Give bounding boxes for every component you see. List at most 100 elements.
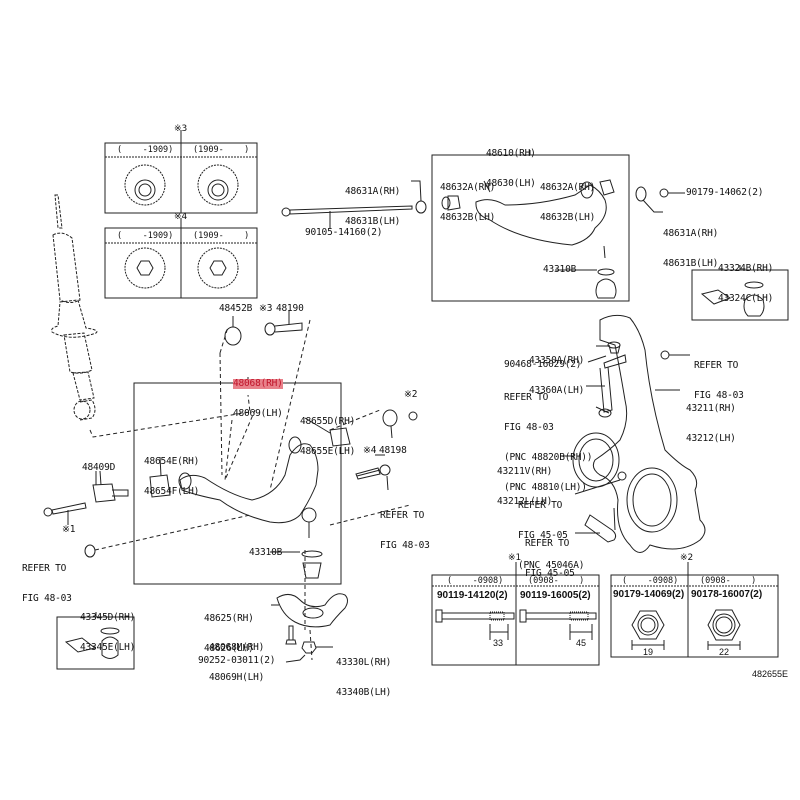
tie-rod-end-label[interactable]: REFER TO FIG 45-05 bbox=[525, 519, 575, 589]
upper-bushing-left-rh[interactable]: 48632A(RH) bbox=[440, 182, 496, 193]
note1-mark: ※1 bbox=[62, 524, 76, 535]
lower-arm-rh-highlighted[interactable]: 48068(RH) bbox=[233, 378, 283, 389]
knuckle-rh[interactable]: 43211(RH) bbox=[686, 403, 736, 414]
lower-boot-kit-label[interactable]: 43345D(RH) 43345E(LH) bbox=[80, 593, 135, 663]
note3-left-header: ( -1909) bbox=[117, 145, 174, 155]
ball-joint-label[interactable]: 48625(RH) 48626(LH) bbox=[204, 594, 254, 664]
ball-joint-nut-lh[interactable]: 43340B(LH) bbox=[336, 687, 392, 698]
nut-inset-note2-frame bbox=[610, 562, 779, 658]
upper-washer-right-rh[interactable]: 48631A(RH) bbox=[663, 228, 719, 239]
upper-bolt-drawing bbox=[281, 180, 427, 228]
stabilizer-link-label[interactable]: REFER TO FIG 48-03 (PNC 48820B(RH)) (PNC… bbox=[504, 373, 593, 503]
tie-rod-nut-pnc[interactable]: (PNC 45046A) bbox=[518, 560, 585, 571]
lower-arm-lh[interactable]: 48069(LH) bbox=[233, 408, 283, 419]
stabilizer-link-line2[interactable]: FIG 48-03 bbox=[504, 422, 554, 433]
dust-cover-lh[interactable]: 43212L(LH) bbox=[497, 496, 553, 507]
lower-bushing-rear-rh[interactable]: 48655D(RH) bbox=[300, 416, 356, 427]
ball-joint-nut-label[interactable]: 43330L(RH) 43340B(LH) bbox=[336, 638, 391, 708]
cam-plate-label[interactable]: 48452B bbox=[219, 303, 253, 314]
tie-rod-end-line1[interactable]: REFER TO bbox=[525, 538, 570, 549]
ball-joint-rh[interactable]: 48625(RH) bbox=[204, 613, 254, 624]
lower-right-bolt-drawing bbox=[355, 464, 391, 491]
upper-bushing-right-rh[interactable]: 48632A(RH) bbox=[540, 182, 596, 193]
note1-left-part[interactable]: 90119-14120(2) bbox=[437, 590, 508, 601]
upper-arm-lh[interactable]: 48630(LH) bbox=[486, 178, 536, 189]
lower-bushing-rear-label[interactable]: 48655D(RH) 48655E(LH) bbox=[300, 397, 355, 467]
upper-ball-joint-boot-label[interactable]: 43310B bbox=[543, 264, 577, 275]
lower-ball-joint-boot-label[interactable]: 43310B bbox=[249, 547, 283, 558]
tie-rod-nut-line1[interactable]: REFER TO bbox=[518, 500, 563, 511]
lower-nut-refer-line2[interactable]: FIG 48-03 bbox=[22, 593, 72, 604]
note2-left-part[interactable]: 90179-14069(2) bbox=[613, 589, 685, 600]
lower-bushing-front-lh[interactable]: 48654F(LH) bbox=[144, 486, 200, 497]
upper-boot-kit-lh[interactable]: 43324C(LH) bbox=[718, 293, 774, 304]
knuckle-refer-line1[interactable]: REFER TO bbox=[694, 360, 739, 371]
dust-cover-rh[interactable]: 43211V(RH) bbox=[497, 466, 553, 477]
upper-washer-left-lh[interactable]: 48631B(LH) bbox=[345, 216, 401, 227]
ball-joint-lh[interactable]: 48626(LH) bbox=[204, 643, 254, 654]
stabilizer-link-line1[interactable]: REFER TO bbox=[504, 392, 549, 403]
note1-right-header: (0908- ) bbox=[528, 576, 585, 586]
upper-bolt-label[interactable]: 90105-14160(2) bbox=[305, 227, 383, 238]
note3-mark: ※3 bbox=[174, 124, 188, 134]
bolt-inset-note1-frame bbox=[431, 562, 600, 666]
upper-nut-label[interactable]: 90179-14062(2) bbox=[686, 187, 764, 198]
upper-boot-kit-rh[interactable]: 43324B(RH) bbox=[718, 263, 774, 274]
stabilizer-link-pnc-lh[interactable]: (PNC 48810(LH)) bbox=[504, 482, 587, 493]
lower-bolt-refer-line1[interactable]: REFER TO bbox=[380, 510, 425, 521]
ball-joint-bolt-lh[interactable]: 48069H(LH) bbox=[209, 672, 265, 683]
lower-bolt-refer-label[interactable]: REFER TO FIG 48-03 bbox=[380, 491, 430, 561]
knuckle-refer-line2[interactable]: FIG 48-03 bbox=[694, 390, 744, 401]
dust-cover-label[interactable]: 43211V(RH) 43212L(LH) bbox=[497, 447, 552, 517]
lower-bushing-rear-lh[interactable]: 48655E(LH) bbox=[300, 446, 356, 457]
lower-bushing-front-label[interactable]: 48654E(RH) 48654F(LH) bbox=[144, 437, 199, 507]
lower-bushing-front-rh[interactable]: 48654E(RH) bbox=[144, 456, 200, 467]
knuckle-lh[interactable]: 43212(LH) bbox=[686, 433, 736, 444]
upper-washer-left-label[interactable]: 48631A(RH) 48631B(LH) bbox=[345, 167, 400, 237]
tie-rod-nut-label[interactable]: REFER TO FIG 45-05 (PNC 45046A) bbox=[518, 481, 584, 581]
note2-right-header: (0908- ) bbox=[700, 576, 757, 586]
knuckle-label[interactable]: 43211(RH) 43212(LH) bbox=[686, 384, 736, 454]
stabilizer-link-pnc-rh[interactable]: (PNC 48820B(RH)) bbox=[504, 452, 593, 463]
note2-right-part[interactable]: 90178-16007(2) bbox=[691, 589, 763, 600]
ball-joint-bolt-label[interactable]: 48068M(RH) 48069H(LH) bbox=[209, 623, 264, 693]
upper-bushing-left-label[interactable]: 48632A(RH) 48632B(LH) bbox=[440, 163, 495, 233]
note1-right-part[interactable]: 90119-16005(2) bbox=[520, 590, 591, 601]
upper-boot-kit-label[interactable]: 43324B(RH) 43324C(LH) bbox=[718, 244, 773, 314]
upper-arm-rh[interactable]: 48610(RH) bbox=[486, 148, 536, 159]
knuckle-nut-rh[interactable]: 43350A(RH) bbox=[529, 355, 585, 366]
knuckle-pin-label[interactable]: 90468-16029(2) bbox=[504, 359, 582, 370]
lower-cam-label[interactable]: 48409D bbox=[82, 462, 116, 473]
upper-washer-right-lh[interactable]: 48631B(LH) bbox=[663, 258, 719, 269]
upper-bushing-right-label[interactable]: 48632A(RH) 48632B(LH) bbox=[540, 163, 595, 233]
lower-nut-refer-line1[interactable]: REFER TO bbox=[22, 563, 67, 574]
cam-inset-note4-frame bbox=[104, 218, 258, 299]
upper-bushing-left-lh[interactable]: 48632B(LH) bbox=[440, 212, 496, 223]
tie-rod-nut-line2[interactable]: FIG 45-05 bbox=[518, 530, 568, 541]
lower-boot-kit-lh[interactable]: 43345E(LH) bbox=[80, 642, 136, 653]
knuckle-refer-label[interactable]: REFER TO FIG 48-03 bbox=[694, 341, 744, 411]
ball-joint-nut-rh[interactable]: 43330L(RH) bbox=[336, 657, 392, 668]
cam2-mark: ※4 bbox=[363, 445, 377, 456]
cam2-label[interactable]: 48198 bbox=[379, 445, 407, 456]
lower-boot-kit-rh[interactable]: 43345D(RH) bbox=[80, 612, 136, 623]
lower-arm-label[interactable]: 48068(RH) 48069(LH) bbox=[233, 359, 283, 429]
ball-joint-bolt-rh[interactable]: 48068M(RH) bbox=[209, 642, 265, 653]
note2-left-header: ( -0908) bbox=[622, 576, 679, 586]
note1-right-dimension: 45 bbox=[576, 638, 587, 648]
tie-rod-end-line2[interactable]: FIG 45-05 bbox=[525, 568, 575, 579]
knuckle-nut-label[interactable]: 43350A(RH) 43360A(LH) bbox=[529, 336, 584, 406]
upper-bushing-right-lh[interactable]: 48632B(LH) bbox=[540, 212, 596, 223]
knuckle-nut-lh[interactable]: 43360A(LH) bbox=[529, 385, 585, 396]
upper-washer-left-rh[interactable]: 48631A(RH) bbox=[345, 186, 401, 197]
upper-arm-label[interactable]: 48610(RH) 48630(LH) bbox=[486, 129, 536, 199]
note1-left-header: ( -0908) bbox=[447, 576, 504, 586]
note4-right-header: (1909- ) bbox=[193, 231, 250, 241]
cotter-pin-label[interactable]: 90252-03011(2) bbox=[198, 655, 276, 666]
upper-washer-right-label[interactable]: 48631A(RH) 48631B(LH) bbox=[663, 209, 718, 279]
lower-nut-refer-label[interactable]: REFER TO FIG 48-03 bbox=[22, 544, 72, 614]
cam-bolt-label[interactable]: 48190 bbox=[276, 303, 304, 314]
upper-boot-kit-frame bbox=[691, 265, 789, 321]
lower-bolt-refer-line2[interactable]: FIG 48-03 bbox=[380, 540, 430, 551]
